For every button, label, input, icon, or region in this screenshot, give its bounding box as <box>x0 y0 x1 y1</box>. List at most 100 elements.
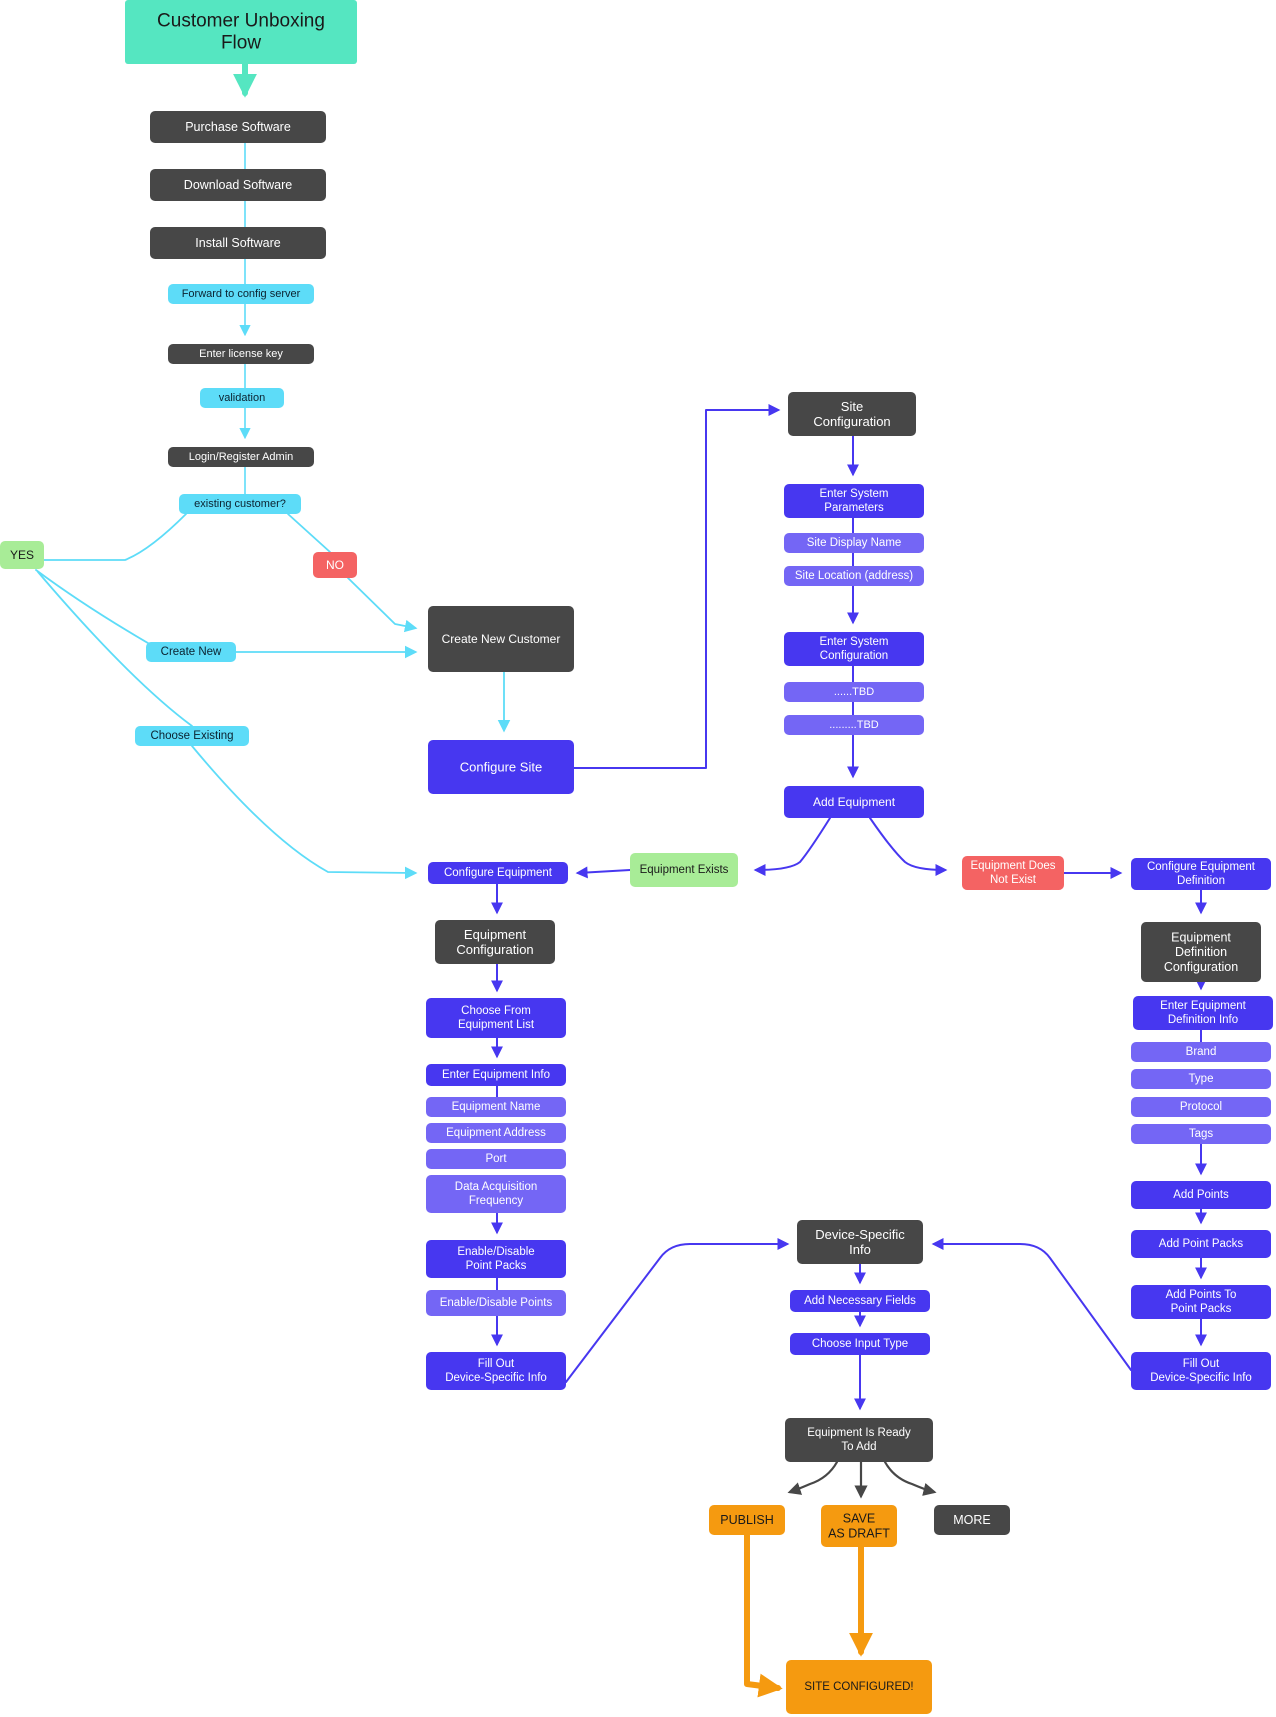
node-box <box>1131 1230 1271 1258</box>
node-box <box>0 541 44 569</box>
node-box <box>784 715 924 735</box>
node-download: Download Software <box>150 169 326 201</box>
node-label: Enter Equipment <box>1160 1000 1246 1012</box>
node-label: Choose Input Type <box>812 1338 908 1350</box>
node-protocol: Protocol <box>1131 1097 1271 1117</box>
connector-arrow <box>287 513 331 553</box>
node-label: Purchase Software <box>185 120 291 134</box>
node-box <box>1131 1285 1271 1319</box>
node-box <box>821 1505 897 1547</box>
node-box <box>426 1175 566 1213</box>
node-label: validation <box>219 392 265 404</box>
node-label: Frequency <box>469 1195 524 1207</box>
node-configure-equipment: Configure Equipment <box>428 862 568 884</box>
node-box <box>1131 1042 1271 1062</box>
node-box <box>1133 996 1273 1030</box>
node-label: Equipment Exists <box>640 864 729 876</box>
node-box <box>1131 1352 1271 1390</box>
node-label: Data Acquisition <box>455 1181 537 1193</box>
node-label: Add Points <box>1173 1189 1229 1201</box>
node-box <box>426 1123 566 1143</box>
node-box <box>426 1149 566 1169</box>
node-box <box>630 853 738 887</box>
node-label: Add Point Packs <box>1159 1238 1244 1250</box>
node-box <box>790 1290 930 1312</box>
node-label: .........TBD <box>829 719 879 731</box>
connector-arrow <box>191 745 418 880</box>
node-label: Enter license key <box>199 348 283 360</box>
node-label: Login/Register Admin <box>189 451 294 463</box>
node-box <box>426 1352 566 1390</box>
node-label: Equipment <box>1171 930 1231 944</box>
node-label: Enter System <box>819 636 888 648</box>
connector-arrow <box>43 513 187 561</box>
node-label: PUBLISH <box>720 1513 774 1527</box>
node-label: Equipment Name <box>452 1101 541 1113</box>
node-add-fields: Add Necessary Fields <box>790 1290 930 1312</box>
node-box <box>784 682 924 702</box>
node-box <box>435 920 555 964</box>
node-site-display: Site Display Name <box>784 533 924 553</box>
node-box <box>428 740 574 794</box>
node-label: Choose Existing <box>150 730 233 742</box>
node-label: Configuration <box>820 650 888 662</box>
node-label: Configure Equipment <box>444 867 553 879</box>
node-label: Add Points To <box>1166 1289 1237 1301</box>
node-create-new: Create New <box>146 642 236 662</box>
node-label: YES <box>10 548 34 562</box>
node-label: Configure Site <box>460 760 542 775</box>
node-site-location: Site Location (address) <box>784 566 924 586</box>
connector-arrow <box>869 817 948 876</box>
node-box <box>785 1418 933 1462</box>
node-label: Fill Out <box>1183 1358 1220 1370</box>
node-box <box>934 1505 1010 1535</box>
node-label: Fill Out <box>478 1358 515 1370</box>
node-box <box>150 227 326 259</box>
node-label: Download Software <box>184 178 292 192</box>
node-input-type: Choose Input Type <box>790 1333 930 1355</box>
node-existing: existing customer? <box>179 494 301 514</box>
node-box <box>168 284 314 304</box>
connector-arrow <box>787 1460 839 1495</box>
node-login: Login/Register Admin <box>168 447 314 467</box>
node-configure-site: Configure Site <box>428 740 574 794</box>
node-equip-address: Equipment Address <box>426 1123 566 1143</box>
node-label: Definition Info <box>1168 1014 1238 1026</box>
node-label: Install Software <box>195 236 281 250</box>
node-box <box>426 1240 566 1278</box>
node-label: Enter System <box>819 488 888 500</box>
node-yes: YES <box>0 541 44 569</box>
node-label: MORE <box>953 1513 991 1527</box>
node-label: Configuration <box>813 414 890 429</box>
node-label: Port <box>485 1153 507 1165</box>
node-publish: PUBLISH <box>709 1505 785 1535</box>
connector-arrow <box>883 1460 937 1496</box>
node-type: Type <box>1131 1069 1271 1089</box>
node-box <box>313 552 357 578</box>
node-box <box>168 344 314 364</box>
node-label: Flow <box>221 33 261 54</box>
connector-arrow <box>575 866 631 879</box>
node-label: Type <box>1189 1073 1214 1085</box>
node-tags: Tags <box>1131 1124 1271 1144</box>
node-label: Device-Specific Info <box>445 1372 547 1384</box>
node-add-point-packs: Add Point Packs <box>1131 1230 1271 1258</box>
connector-arrow <box>931 1238 1132 1371</box>
node-label: SAVE <box>843 1512 875 1526</box>
node-box <box>790 1333 930 1355</box>
node-no: NO <box>313 552 357 578</box>
connector-arrow <box>753 817 831 876</box>
node-box <box>962 856 1064 890</box>
node-label: Create New <box>161 646 222 658</box>
node-label: Protocol <box>1180 1101 1222 1113</box>
node-box <box>200 388 284 408</box>
node-label: Not Exist <box>990 874 1037 886</box>
node-label: Tags <box>1189 1128 1214 1140</box>
node-label: NO <box>326 558 344 572</box>
